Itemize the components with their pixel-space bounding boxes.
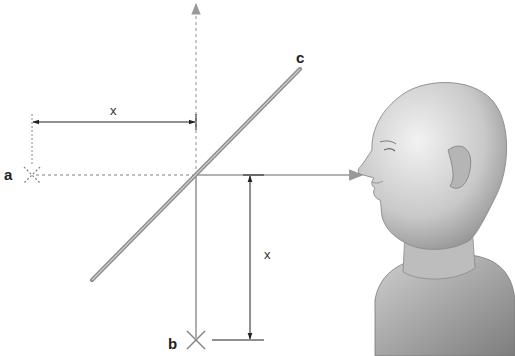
head-figure <box>358 83 515 356</box>
mirror-highlight <box>92 69 300 280</box>
virtual-point <box>24 167 40 183</box>
dimension-label: x <box>108 104 119 117</box>
dimension-label: x <box>262 248 273 261</box>
object-point <box>187 331 205 349</box>
mirror-label: c <box>296 50 304 65</box>
mirror <box>92 69 300 280</box>
point-label: b <box>168 336 177 351</box>
incident-ray <box>195 175 197 338</box>
dimension <box>32 114 196 165</box>
point-label: a <box>4 167 12 182</box>
normal-line <box>195 4 196 175</box>
reflected-ray <box>196 174 362 176</box>
dimension <box>212 175 264 340</box>
virtual-ray <box>36 174 196 175</box>
